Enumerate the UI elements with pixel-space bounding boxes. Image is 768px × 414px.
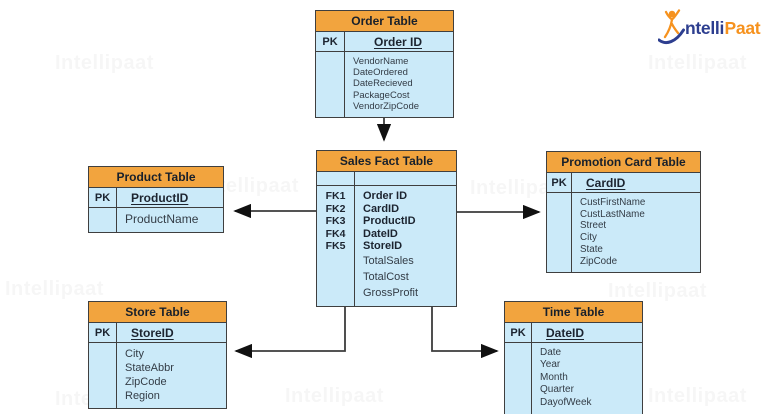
field: DateID [363,227,398,240]
table-title: Time Table [505,302,642,323]
field: ZipCode [125,376,167,388]
field: TotalSales [363,254,414,267]
field: ProductName [125,212,199,226]
pk-label: PK [316,32,345,51]
pk-row: PK StoreID [89,323,226,343]
pk-field: CardID [586,175,626,190]
fk-label: FK5 [325,240,346,253]
field: VendorZipCode [353,100,420,112]
pk-field: StoreID [131,325,174,340]
field: Year [540,359,561,371]
field: DayofWeek [540,396,592,408]
watermark: Intellipaat [55,52,154,74]
field: ZipCode [580,255,618,267]
pk-label: PK [89,188,117,207]
field: CardID [363,202,400,215]
pk-field [355,177,456,181]
field: Region [125,390,160,402]
fk-column [316,52,345,118]
field: City [125,348,144,360]
field: PackageCost [353,89,410,101]
pk-label: PK [547,173,572,192]
fk-column [547,193,572,273]
pk-label [317,172,355,185]
table-title: Order Table [316,11,453,32]
fk-label: FK3 [325,215,346,228]
field: StoreID [363,240,403,253]
field: CustLastName [580,208,645,220]
table-body: ProductName [89,208,223,232]
connector-salesfact-to-store [234,301,346,359]
field: State [580,243,603,255]
table-title: Store Table [89,302,226,323]
watermark: Intellipaat [648,52,747,74]
pk-row: PK ProductID [89,188,223,208]
field: DateOrdered [353,67,408,79]
fk-label: FK1 [325,190,346,202]
pk-row [317,172,456,186]
intellipaat-logo: ntelli Paat [658,6,761,48]
field: ProductID [363,215,416,228]
watermark: Intellipaat [5,278,104,300]
table-title: Sales Fact Table [317,151,456,172]
fk-label: FK2 [325,202,346,215]
field: GrossProfit [363,286,419,299]
table-title: Product Table [89,167,223,188]
field: TotalCost [363,270,409,283]
field: CustFirstName [580,197,646,208]
field: Street [580,220,607,232]
pk-row: PK DateID [505,323,642,343]
pk-row: PK Order ID [316,32,453,52]
logo-text-ntelli: ntelli [685,17,725,38]
fk-label: FK4 [325,227,346,240]
pk-field: ProductID [131,190,189,205]
pk-field: DateID [546,325,585,340]
fk-column [89,343,117,408]
field: VendorName [353,56,409,67]
field: DateRecieved [353,78,413,90]
table-title: Promotion Card Table [547,152,700,173]
field: Month [540,371,568,383]
field: City [580,232,597,244]
intellipaat-logo-mark [658,8,685,44]
pk-row: PK CardID [547,173,700,193]
field-list: ProductName [117,208,223,232]
fk-column [89,208,117,232]
fk-column [505,343,532,414]
field: StateAbbr [125,362,174,374]
watermark: Intellipaat [608,280,707,302]
field: Quarter [540,384,574,396]
pk-label: PK [505,323,532,342]
field: Date [540,347,562,358]
pk-label: PK [89,323,117,342]
logo-text-paat: Paat [724,17,761,38]
field: Order ID [363,190,408,202]
watermark: Intellipaat [648,385,747,407]
pk-field: Order ID [373,34,422,49]
watermark: Intellipaat [285,385,384,407]
connector-salesfact-to-time [431,301,499,359]
